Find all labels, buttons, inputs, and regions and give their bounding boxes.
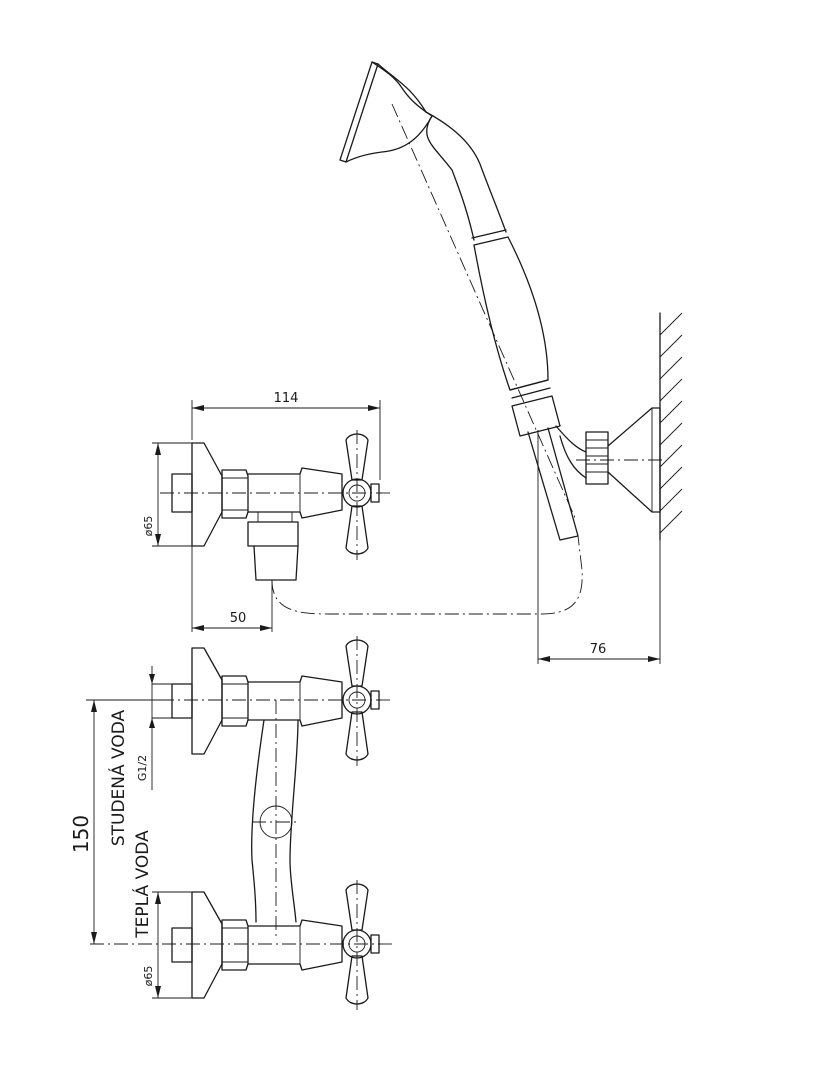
dim-76-label: 76 [590,642,607,657]
hot-water-label: TEPLÁ VODA [131,830,153,939]
dim-diameter-side-label: ø65 [142,516,155,537]
front-view-mixer [90,636,392,1010]
dim-diameter-front-label: ø65 [142,966,155,987]
shower-holder [271,395,664,615]
dimension-lines [86,400,661,999]
dim-114-label: 114 [274,391,299,406]
hand-shower [339,61,577,521]
thread-label: G1/2 [136,755,149,781]
wall-hatching [659,312,683,541]
dim-50-label: 50 [230,611,247,626]
side-view-mixer [160,430,392,581]
cold-water-label: STUDENÁ VODA [107,709,129,846]
dim-150-label: 150 [69,815,93,853]
